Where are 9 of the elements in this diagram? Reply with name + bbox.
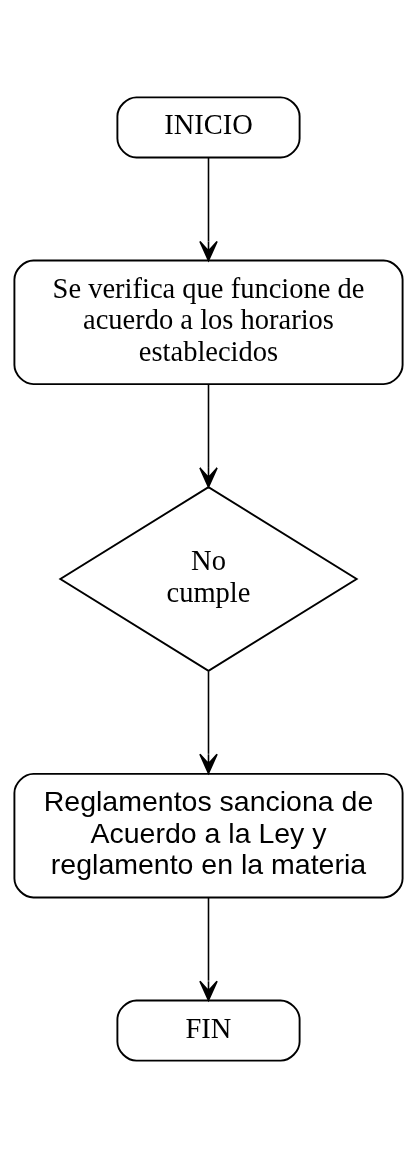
node-diamond: No cumple bbox=[58, 485, 359, 672]
node-box: FIN bbox=[116, 999, 301, 1062]
arrow bbox=[199, 383, 218, 488]
node-box: Reglamentos sanciona de Acuerdo a la Ley y reglamento en la materia bbox=[13, 772, 404, 898]
arrow bbox=[199, 670, 218, 774]
node-box: Se verifica que funcione de acuerdo a los horarios establecidos bbox=[13, 259, 404, 385]
arrow bbox=[199, 896, 218, 1001]
arrow bbox=[199, 156, 218, 261]
node-box: INICIO bbox=[116, 95, 301, 158]
